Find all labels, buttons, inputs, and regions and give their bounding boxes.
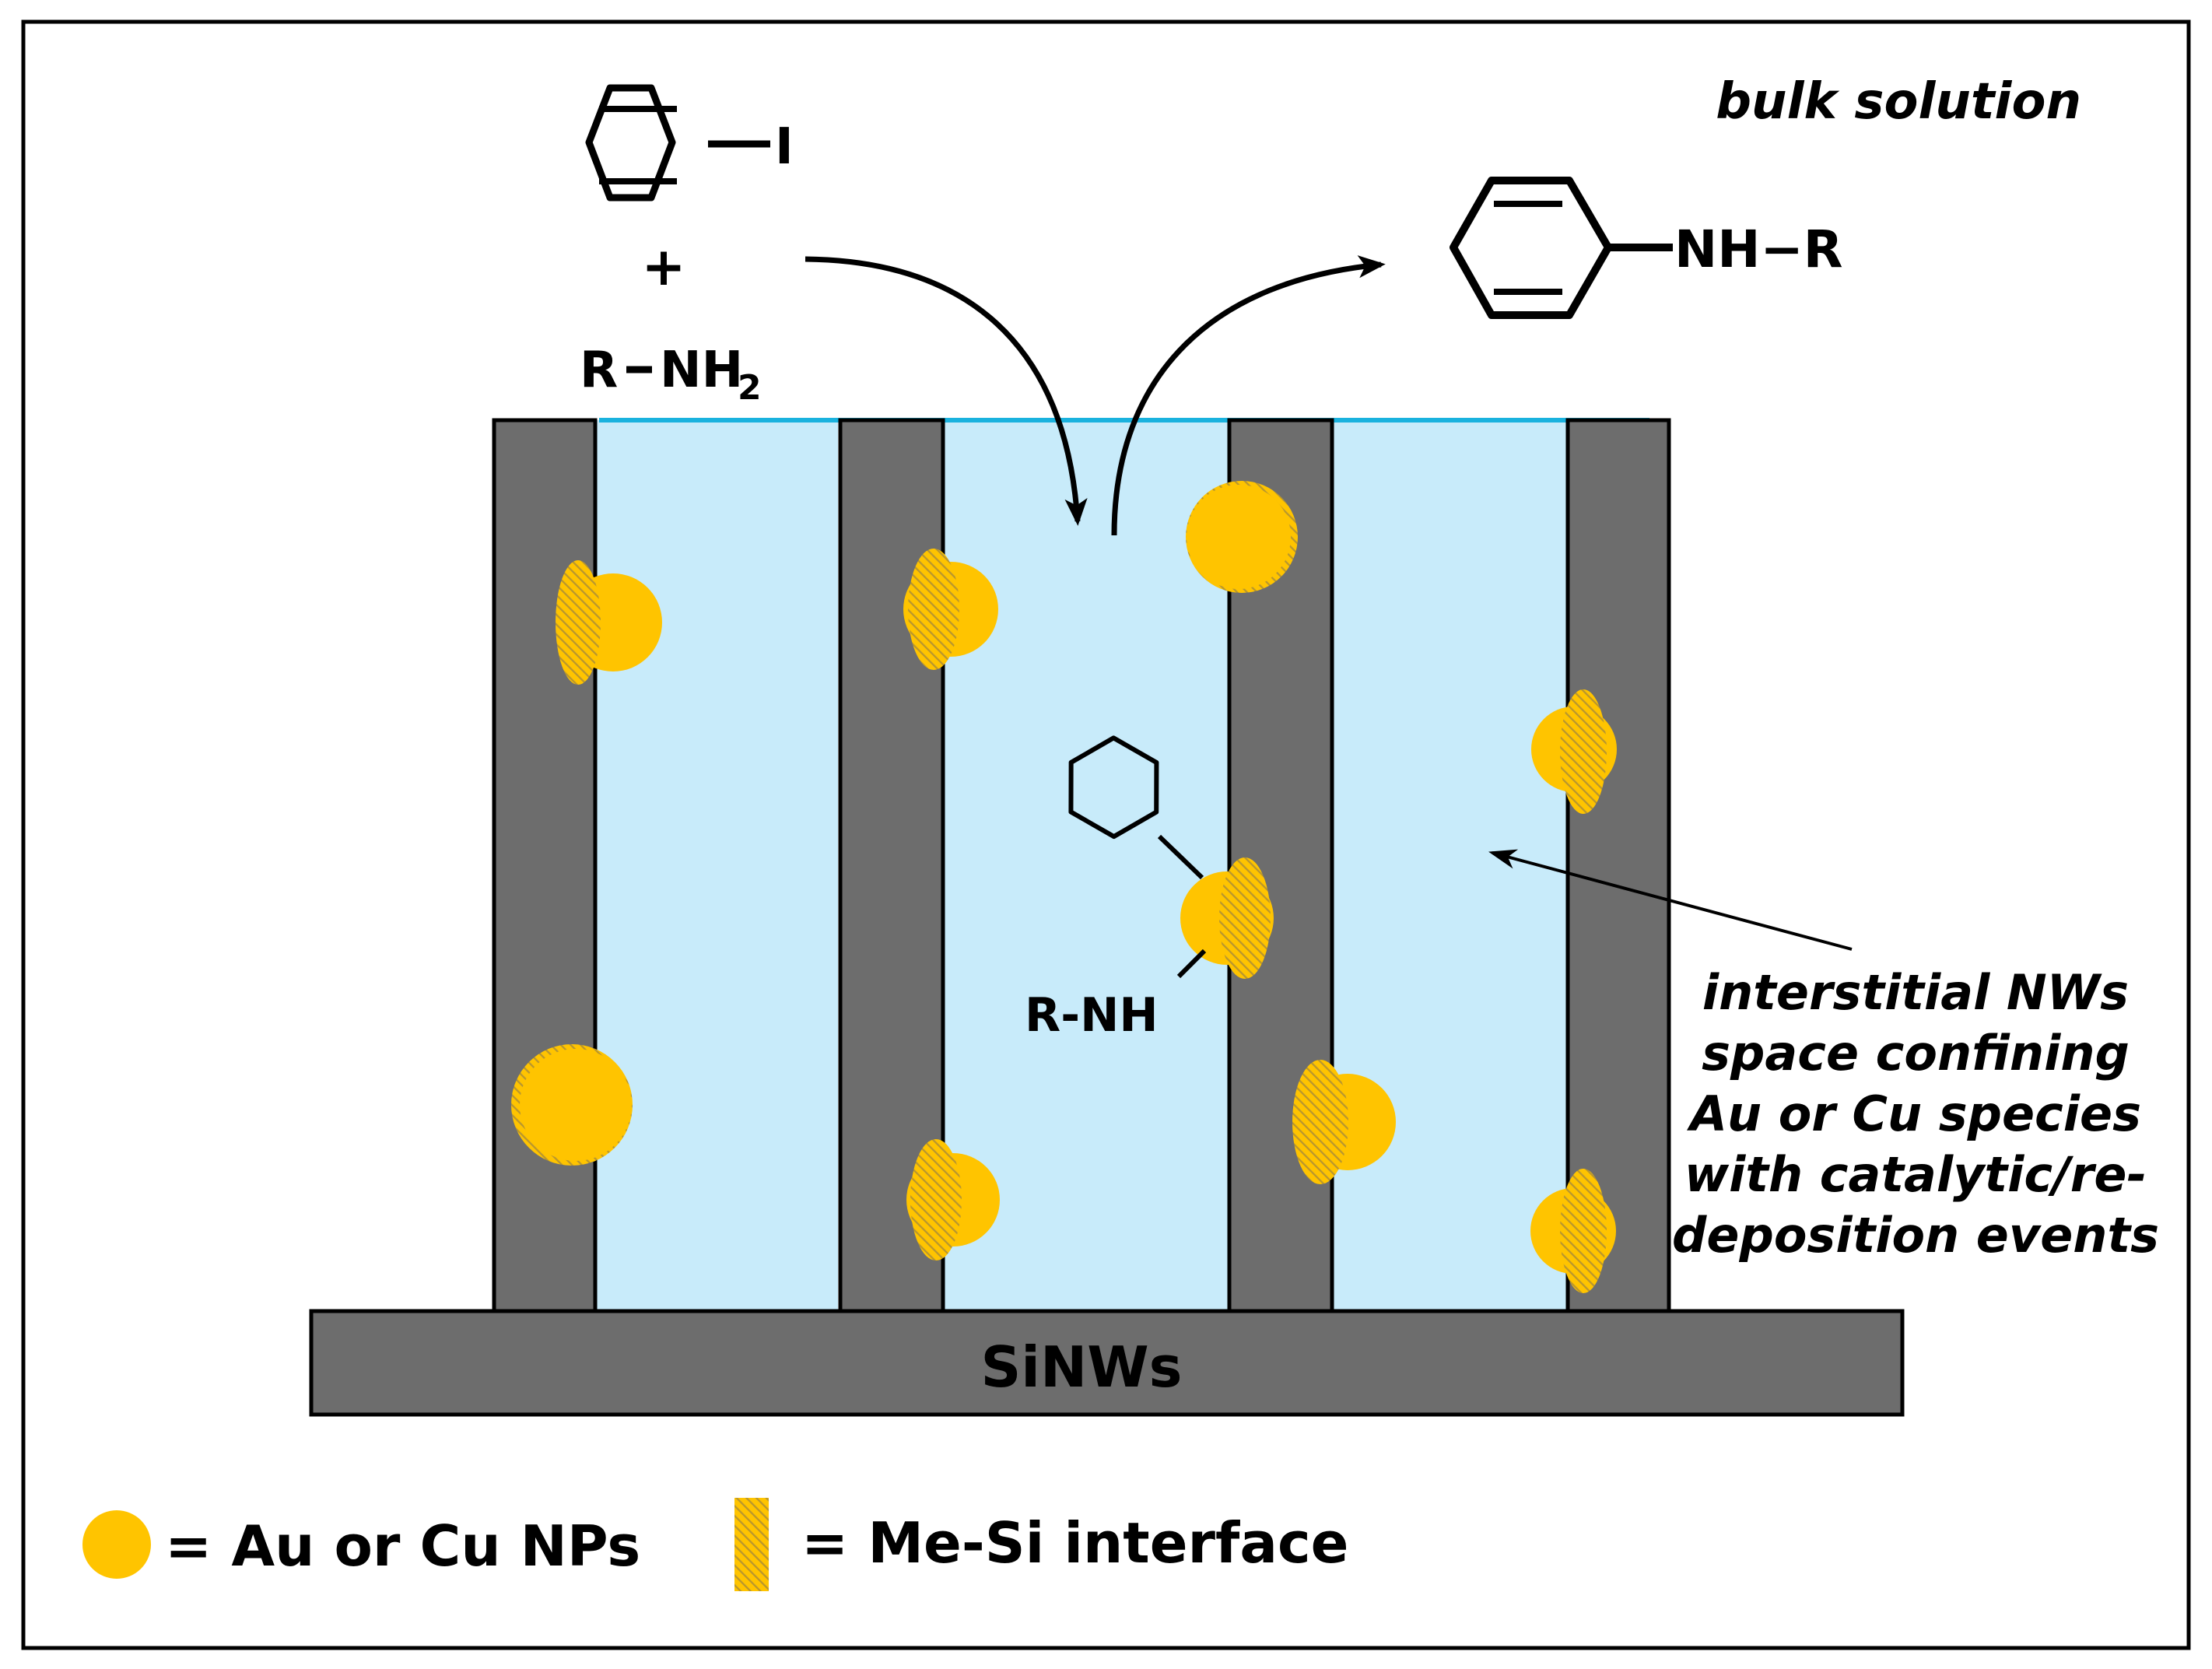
au-cu-nanoparticle bbox=[520, 1049, 632, 1161]
legend-interface-swatch bbox=[734, 1498, 769, 1591]
callout-text: interstitial NWs space confining Au or C… bbox=[1672, 964, 2159, 1264]
reactant-inflow-arrow bbox=[805, 256, 1088, 526]
me-si-interface bbox=[1560, 1169, 1607, 1293]
bulk-solution-label: bulk solution bbox=[1716, 73, 2081, 131]
substrate-label: SiNWs bbox=[980, 1334, 1182, 1400]
me-si-interface bbox=[1292, 1060, 1348, 1184]
product-outflow-arrow bbox=[1111, 255, 1386, 536]
product-benzene-ring bbox=[1450, 177, 1612, 319]
callout-line: space confining bbox=[1702, 1025, 2130, 1082]
au-cu-nanoparticle bbox=[1187, 485, 1291, 589]
amine-subscript: 2 bbox=[738, 368, 762, 408]
solution-gap bbox=[943, 420, 1229, 1311]
legend-interface-label: = Me-Si interface bbox=[801, 1510, 1348, 1576]
amine-r-label: R bbox=[580, 342, 618, 399]
solution-gap bbox=[1332, 420, 1568, 1311]
legend-nanoparticle-swatch bbox=[82, 1510, 151, 1579]
nanowire bbox=[1565, 418, 1671, 1313]
phenyl-ring bbox=[1068, 735, 1159, 840]
surface-intermediate: R-NH bbox=[1025, 735, 1207, 1043]
surface-amine-label: R-NH bbox=[1025, 988, 1159, 1043]
callout-line: deposition events bbox=[1672, 1207, 2159, 1264]
phenyl-np-bond bbox=[1157, 834, 1204, 880]
interstitial-solution bbox=[595, 418, 1649, 1311]
me-si-interface bbox=[1560, 689, 1607, 814]
iodine-atom-label: I bbox=[775, 118, 794, 176]
product-molecule: NH−R bbox=[1450, 177, 1843, 319]
me-si-interface bbox=[908, 549, 959, 670]
callout-line: with catalytic/re- bbox=[1684, 1146, 2147, 1203]
amine-reactant: R NH 2 bbox=[580, 342, 762, 408]
product-substituent-label: NH−R bbox=[1674, 219, 1843, 279]
iodobenzene-molecule: I bbox=[585, 84, 794, 202]
solution-gap bbox=[595, 420, 838, 1311]
me-si-interface bbox=[1219, 857, 1271, 979]
legend-nanoparticle-label: = Au or Cu NPs bbox=[165, 1513, 640, 1579]
callout-line: Au or Cu species bbox=[1686, 1085, 2141, 1142]
substrate-base bbox=[309, 1309, 1905, 1417]
benzene-ring bbox=[585, 84, 676, 202]
callout-arrow bbox=[1488, 849, 1853, 951]
amine-nh-label: NH bbox=[660, 342, 743, 399]
nanowire bbox=[492, 418, 598, 1313]
me-si-interface bbox=[556, 560, 601, 685]
callout-line: interstitial NWs bbox=[1702, 964, 2129, 1021]
plus-sign: + bbox=[642, 237, 686, 298]
legend: = Au or Cu NPs = Me-Si interface bbox=[82, 1498, 1348, 1591]
nanoparticles bbox=[511, 481, 1617, 1293]
amine-np-bond bbox=[1176, 948, 1207, 979]
me-si-interface bbox=[910, 1139, 962, 1261]
